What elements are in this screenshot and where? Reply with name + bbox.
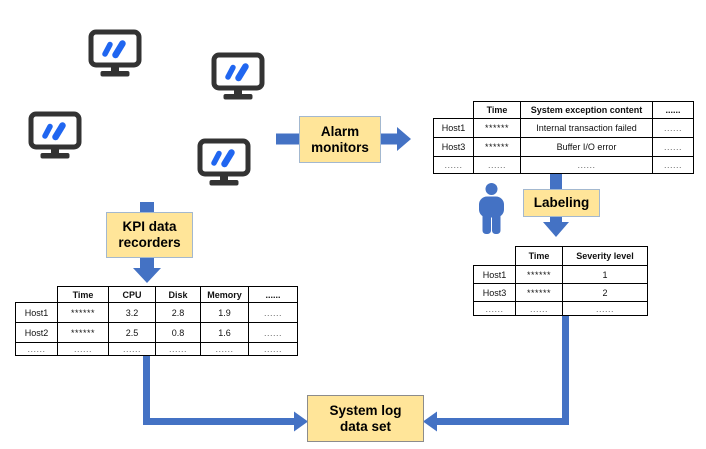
table-cell: 3.2 — [108, 302, 156, 323]
table-cell: Internal transaction failed — [520, 118, 653, 138]
table-cell: ...... — [473, 301, 516, 316]
table-cell: ...... — [248, 302, 298, 323]
table-cell: 2.8 — [155, 302, 201, 323]
table-cell: Buffer I/O error — [520, 137, 653, 157]
table-cell: ****** — [515, 265, 563, 284]
table-row: Host1 ****** Internal transaction failed… — [433, 118, 694, 138]
computer-monitor-icon — [197, 138, 251, 191]
table-cell: ...... — [15, 342, 58, 356]
table-row: Host3 ****** Buffer I/O error ...... — [433, 137, 694, 157]
table-cell: ...... — [652, 118, 694, 138]
table-header-row: Time CPU Disk Memory ...... — [16, 286, 298, 303]
table-cell: 1 — [562, 265, 648, 284]
labeling-box: Labeling — [523, 189, 600, 217]
table-header-row: Time Severity level — [474, 246, 648, 266]
alarm-monitors-label-line2: monitors — [311, 139, 369, 155]
labeling-label: Labeling — [533, 195, 590, 211]
table-cell: Host2 — [15, 322, 58, 343]
table-cell: ...... — [652, 156, 694, 174]
computer-monitor-icon — [88, 29, 142, 82]
blank-corner-cell — [16, 287, 58, 303]
kpi-to-dataset-arrowhead — [294, 411, 308, 432]
column-header: ...... — [652, 101, 694, 119]
table-row: Host1 ****** 1 — [473, 265, 648, 284]
table-cell: 0.8 — [155, 322, 201, 343]
table-cell: ****** — [57, 322, 109, 343]
table-cell: ...... — [652, 137, 694, 157]
column-header: CPU — [108, 286, 156, 303]
table-cell: ...... — [248, 322, 298, 343]
table-row: ...... ...... ...... ...... — [433, 156, 694, 174]
table-cell: 1.6 — [200, 322, 249, 343]
blank-corner-cell — [474, 247, 516, 266]
column-header: Memory — [200, 286, 249, 303]
table-cell: Host1 — [473, 265, 516, 284]
table-cell: ...... — [515, 301, 563, 316]
table-row: ...... ...... ...... — [473, 301, 648, 316]
table-cell: Host3 — [473, 283, 516, 302]
table-cell: 2 — [562, 283, 648, 302]
table-cell: ...... — [248, 342, 298, 356]
table-cell: Host3 — [433, 137, 474, 157]
table-cell: ...... — [433, 156, 474, 174]
column-header: Severity level — [562, 246, 648, 266]
person-icon — [478, 183, 505, 240]
table-cell: ****** — [57, 302, 109, 323]
computer-monitor-icon — [28, 111, 82, 164]
exception-table: Time System exception content ...... Hos… — [433, 101, 694, 174]
table-cell: ...... — [520, 156, 653, 174]
table-cell: ...... — [57, 342, 109, 356]
table-cell: ...... — [562, 301, 648, 316]
table-cell: ...... — [155, 342, 201, 356]
table-cell: ****** — [515, 283, 563, 302]
table-cell: ...... — [473, 156, 521, 174]
system-log-dataset-box: System log data set — [307, 395, 424, 442]
column-header: ...... — [248, 286, 298, 303]
alarm-monitors-label-line1: Alarm — [320, 123, 360, 139]
kpi-recorders-label-line1: KPI data — [122, 219, 177, 235]
table-row: ...... ...... ...... ...... ...... .....… — [15, 342, 298, 356]
column-header: Time — [515, 246, 563, 266]
column-header: Time — [473, 101, 521, 119]
kpi-recorders-box: KPI data recorders — [106, 212, 193, 258]
table-cell: Host1 — [15, 302, 58, 323]
table-cell: ...... — [200, 342, 249, 356]
table-cell: Host1 — [433, 118, 474, 138]
alarm-monitors-box: Alarm monitors — [299, 116, 381, 163]
computer-monitor-icon — [211, 52, 265, 105]
table-cell: ****** — [473, 118, 521, 138]
column-header: System exception content — [520, 101, 653, 119]
dataset-label-line1: System log — [329, 402, 402, 418]
severity-to-dataset-connector — [435, 315, 569, 425]
column-header: Time — [57, 286, 109, 303]
kpi-table: Time CPU Disk Memory ...... Host1 ******… — [15, 286, 298, 356]
dataset-label-line2: data set — [339, 418, 392, 434]
table-row: Host3 ****** 2 — [473, 283, 648, 302]
blank-corner-cell — [434, 102, 474, 119]
table-cell: ...... — [108, 342, 156, 356]
table-row: Host2 ****** 2.5 0.8 1.6 ...... — [15, 322, 298, 343]
severity-table: Time Severity level Host1 ****** 1 Host3… — [473, 246, 648, 316]
kpi-to-dataset-connector — [143, 355, 296, 425]
table-header-row: Time System exception content ...... — [434, 101, 694, 119]
table-row: Host1 ****** 3.2 2.8 1.9 ...... — [15, 302, 298, 323]
column-header: Disk — [155, 286, 201, 303]
table-cell: ****** — [473, 137, 521, 157]
kpi-recorders-label-line2: recorders — [118, 235, 181, 250]
table-cell: 1.9 — [200, 302, 249, 323]
table-cell: 2.5 — [108, 322, 156, 343]
severity-to-dataset-arrowhead — [423, 411, 437, 432]
